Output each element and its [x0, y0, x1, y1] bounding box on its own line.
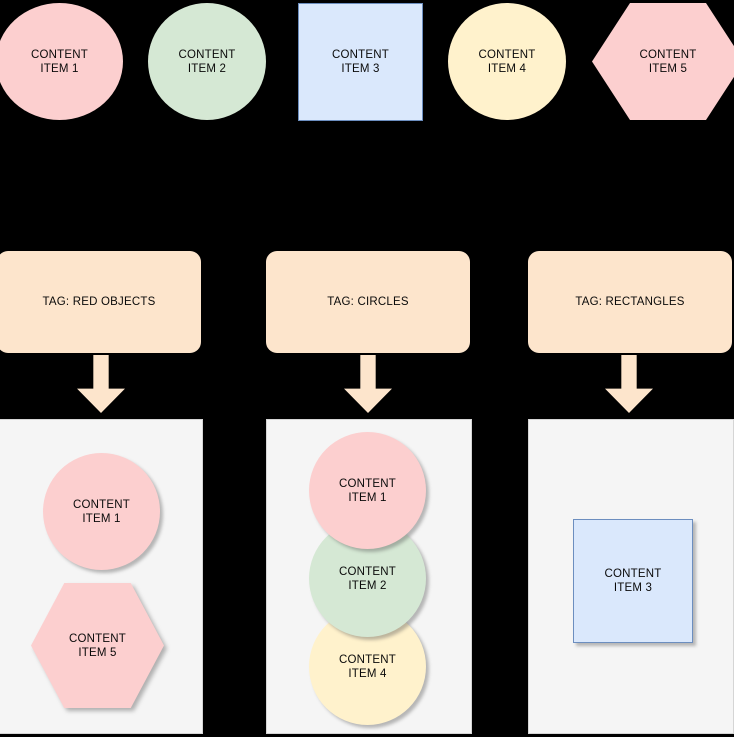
arrow-down-red-objects-icon: [77, 355, 125, 413]
result-item-1-panel-circles-label: CONTENT ITEM 1: [339, 477, 396, 504]
result-item-4-panel-circles-label: CONTENT ITEM 4: [339, 653, 396, 680]
result-panel-circles: CONTENT ITEM 1 CONTENT ITEM 2 CONTENT IT…: [266, 419, 472, 734]
arrow-down-rectangles-icon: [605, 355, 653, 413]
result-item-5-panel-red[interactable]: CONTENT ITEM 5: [31, 583, 164, 708]
source-item-3[interactable]: CONTENT ITEM 3: [298, 3, 423, 121]
result-item-1-panel-circles[interactable]: CONTENT ITEM 1: [309, 432, 426, 549]
arrow-down-circles-icon: [344, 355, 392, 413]
source-item-1[interactable]: CONTENT ITEM 1: [0, 3, 123, 120]
source-item-5[interactable]: CONTENT ITEM 5: [592, 3, 734, 120]
source-item-2-label: CONTENT ITEM 2: [178, 48, 236, 75]
hexagon-shape: [592, 3, 734, 120]
result-item-1-panel-red[interactable]: CONTENT ITEM 1: [43, 453, 160, 570]
source-item-3-label: CONTENT ITEM 3: [332, 49, 389, 75]
result-item-2-panel-circles-label: CONTENT ITEM 2: [339, 565, 396, 592]
tag-box-red-objects[interactable]: TAG: RED OBJECTS: [0, 251, 201, 353]
result-item-1-panel-red-label: CONTENT ITEM 1: [73, 498, 130, 525]
tag-box-circles[interactable]: TAG: CIRCLES: [266, 251, 470, 353]
source-item-4[interactable]: CONTENT ITEM 4: [448, 3, 566, 120]
tag-box-rectangles[interactable]: TAG: RECTANGLES: [528, 251, 732, 353]
source-item-4-label: CONTENT ITEM 4: [478, 48, 536, 75]
tag-box-red-objects-label: TAG: RED OBJECTS: [42, 296, 156, 308]
source-item-1-label: CONTENT ITEM 1: [31, 48, 88, 75]
hexagon-shape: [31, 583, 164, 708]
result-panel-rectangles: CONTENT ITEM 3: [528, 419, 734, 734]
result-item-3-panel-rectangles-label: CONTENT ITEM 3: [604, 568, 662, 594]
tag-box-circles-label: TAG: CIRCLES: [327, 296, 409, 308]
result-panel-red-objects: CONTENT ITEM 1 CONTENT ITEM 5: [0, 419, 203, 734]
result-item-3-panel-rectangles[interactable]: CONTENT ITEM 3: [573, 519, 693, 643]
tag-box-rectangles-label: TAG: RECTANGLES: [575, 296, 685, 308]
source-item-2[interactable]: CONTENT ITEM 2: [148, 3, 266, 120]
